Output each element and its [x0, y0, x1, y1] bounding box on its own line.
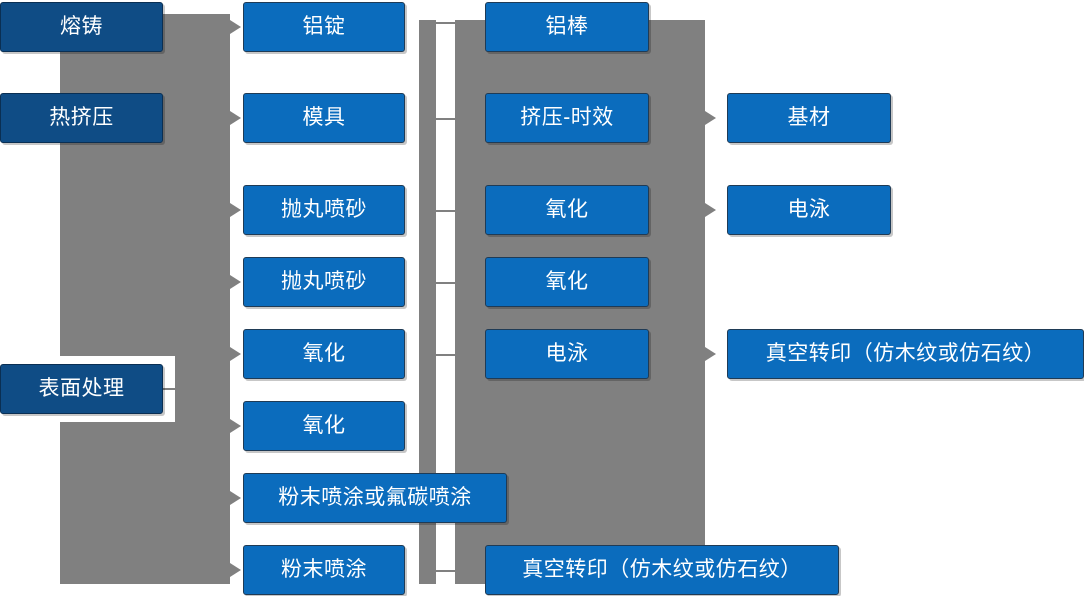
- node-p2-4[interactable]: 氧化: [485, 257, 649, 307]
- mid-tick-3: [434, 210, 458, 212]
- node-p1-6[interactable]: 氧化: [243, 401, 405, 451]
- node-p2-6[interactable]: 真空转印（仿木纹或仿石纹）: [485, 545, 839, 595]
- node-p2-3[interactable]: 氧化: [485, 185, 649, 235]
- stage-arrow-3: [230, 203, 241, 217]
- node-p1-8[interactable]: 粉末喷涂: [243, 545, 405, 595]
- node-p2-1[interactable]: 铝棒: [485, 2, 649, 52]
- stage-down-arrow-1: [70, 70, 84, 79]
- node-output-2[interactable]: 电泳: [727, 185, 891, 235]
- node-stage-2[interactable]: 热挤压: [0, 93, 163, 143]
- node-p1-4[interactable]: 抛丸喷砂: [243, 257, 405, 307]
- stage-arrow-1: [230, 20, 241, 34]
- stage-down-arrow-2: [70, 340, 84, 349]
- stage-arrow-5: [230, 347, 241, 361]
- node-p1-2[interactable]: 模具: [243, 93, 405, 143]
- stage-arrow-4: [230, 275, 241, 289]
- mid-tick-1: [434, 22, 458, 24]
- node-stage-1[interactable]: 熔铸: [0, 2, 163, 52]
- node-p1-5[interactable]: 氧化: [243, 329, 405, 379]
- mid-bar-left-lower: [419, 338, 436, 584]
- node-output-1[interactable]: 基材: [727, 93, 891, 143]
- node-p2-2[interactable]: 挤压-时效: [485, 93, 649, 143]
- mid-tick-5: [434, 354, 458, 356]
- node-p2-5[interactable]: 电泳: [485, 329, 649, 379]
- output-arrow-2: [705, 203, 716, 217]
- stage-3-stub-line: [163, 388, 177, 390]
- stage-arrow-8: [230, 563, 241, 577]
- stage-arrow-2: [230, 111, 241, 125]
- output-arrow-1: [705, 111, 716, 125]
- stage-arrow-6: [230, 419, 241, 433]
- node-output-3[interactable]: 真空转印（仿木纹或仿石纹）: [727, 329, 1084, 379]
- stage-trunk-lower: [175, 356, 230, 422]
- node-p1-3[interactable]: 抛丸喷砂: [243, 185, 405, 235]
- node-p1-7[interactable]: 粉末喷涂或氟碳喷涂: [243, 473, 507, 523]
- mid-tick-4: [434, 282, 458, 284]
- mid-tick-6: [434, 570, 458, 572]
- mid-tick-2: [434, 118, 458, 120]
- node-stage-3[interactable]: 表面处理: [0, 364, 163, 414]
- stage-arrow-7: [230, 491, 241, 505]
- node-p1-1[interactable]: 铝锭: [243, 2, 405, 52]
- output-arrow-3: [705, 347, 716, 361]
